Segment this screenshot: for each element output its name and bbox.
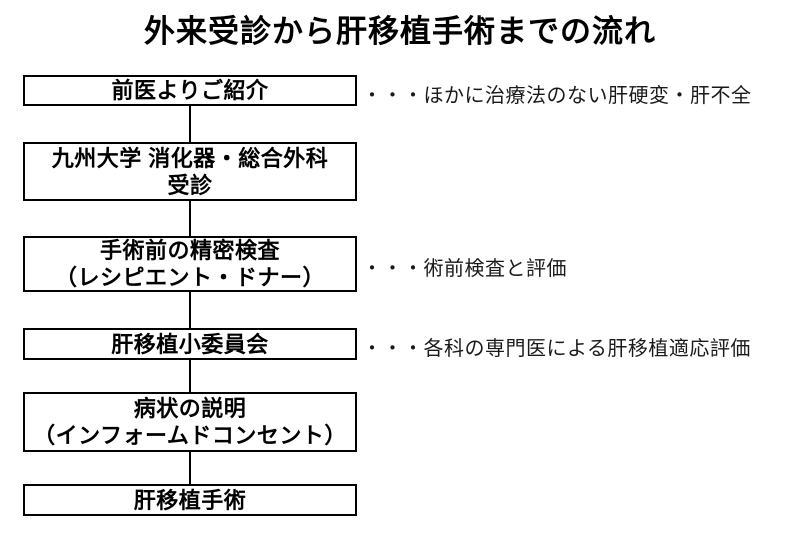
- annotation-transplant-subcommittee: ・・・各科の専門医による肝移植適応評価: [362, 338, 751, 360]
- step-box-transplant-subcommittee: 肝移植小委員会: [23, 328, 357, 360]
- connector-line-2: [189, 199, 191, 238]
- step-box-transplant-surgery: 肝移植手術: [23, 484, 357, 516]
- annotation-referral: ・・・ほかに治療法のない肝硬変・肝不全: [362, 85, 752, 107]
- step-label: 前医よりご紹介: [111, 78, 269, 103]
- step-box-informed-consent: 病状の説明 （インフォームドコンセント）: [23, 392, 357, 452]
- step-label-line2: 受診: [167, 172, 213, 198]
- connector-line-3: [189, 290, 191, 330]
- connector-line-5: [189, 450, 191, 486]
- step-box-university-visit: 九州大学 消化器・総合外科 受診: [23, 142, 357, 201]
- diagram-title: 外来受診から肝移植手術までの流れ: [144, 14, 656, 49]
- step-label-line2: （インフォームドコンセント）: [33, 423, 347, 448]
- step-box-referral: 前医よりご紹介: [23, 75, 357, 106]
- step-box-preoperative-examination: 手術前の精密検査 （レシピエント・ドナー）: [23, 236, 357, 292]
- step-label: 肝移植手術: [133, 487, 247, 513]
- step-label: 病状の説明: [133, 396, 247, 421]
- annotation-preoperative-examination: ・・・術前検査と評価: [362, 258, 567, 280]
- step-label: 九州大学 消化器・総合外科: [51, 145, 329, 171]
- step-label: 手術前の精密検査: [99, 238, 280, 263]
- connector-line-4: [189, 358, 191, 394]
- connector-line-1: [189, 104, 191, 144]
- step-label: 肝移植小委員会: [111, 331, 269, 357]
- step-label-line2: （レシピエント・ドナー）: [54, 265, 325, 290]
